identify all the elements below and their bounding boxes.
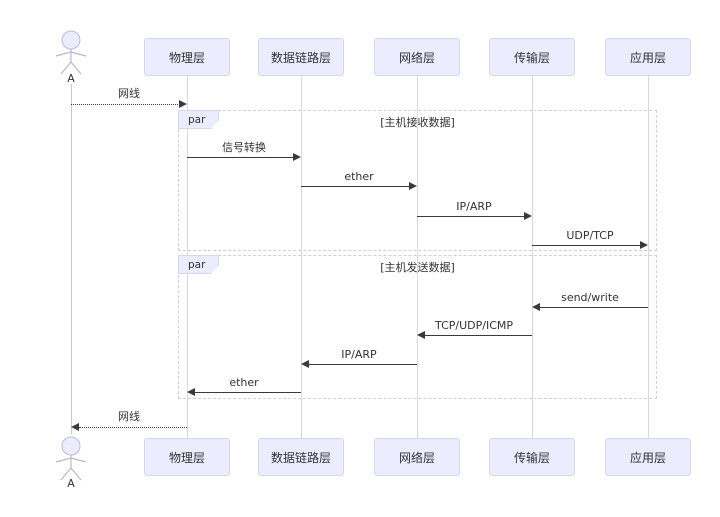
participant-label: 物理层: [168, 450, 205, 465]
participant-physical-layer-top: 物理层: [144, 38, 230, 76]
participant-datalink-layer-bottom: 数据链路层: [258, 438, 344, 476]
participant-physical-layer-bottom: 物理层: [144, 438, 230, 476]
participant-datalink-layer-top: 数据链路层: [258, 38, 344, 76]
participant-label: 应用层: [629, 450, 666, 465]
participant-label: 数据链路层: [270, 450, 331, 465]
par-fragment-send: par [主机发送数据]: [178, 255, 657, 399]
message-label: IP/ARP: [456, 200, 492, 213]
actor-figure-bottom: [55, 436, 87, 481]
participant-label: 网络层: [398, 450, 435, 465]
message-arrowhead: [417, 331, 425, 339]
message-line: [309, 364, 417, 365]
lifeline-transport-layer: [532, 76, 533, 438]
participant-network-layer-top: 网络层: [374, 38, 460, 76]
message-line: [79, 427, 187, 428]
message-line: [187, 157, 293, 158]
actor-figure-top: [55, 30, 87, 75]
participant-application-layer-bottom: 应用层: [605, 438, 691, 476]
participant-network-layer-bottom: 网络层: [374, 438, 460, 476]
lifeline-actor-a: [71, 84, 72, 434]
message-line: [540, 307, 648, 308]
lifeline-datalink-layer: [301, 76, 302, 438]
message-arrowhead: [524, 212, 532, 220]
message-line: [301, 186, 409, 187]
participant-transport-layer-bottom: 传输层: [489, 438, 575, 476]
message-label: 网线: [118, 87, 140, 100]
participant-label: 数据链路层: [270, 50, 331, 65]
message-label: send/write: [561, 291, 619, 304]
par-condition: [主机发送数据]: [380, 261, 455, 274]
message-arrowhead: [293, 153, 301, 161]
participant-label: 传输层: [513, 450, 550, 465]
message-line: [532, 245, 640, 246]
participant-label: 应用层: [629, 50, 666, 65]
message-label: ether: [344, 170, 374, 183]
message-label: 网线: [118, 410, 140, 423]
lifeline-network-layer: [417, 76, 418, 438]
message-arrowhead: [532, 303, 540, 311]
par-operator-tab: par: [178, 255, 219, 274]
message-line: [425, 335, 532, 336]
message-arrowhead: [179, 100, 187, 108]
participant-label: 物理层: [168, 50, 205, 65]
message-arrowhead: [409, 182, 417, 190]
par-condition: [主机接收数据]: [380, 116, 455, 129]
participant-application-layer-top: 应用层: [605, 38, 691, 76]
participant-label: 传输层: [513, 50, 550, 65]
message-label: ether: [229, 376, 259, 389]
message-line: [71, 104, 180, 105]
participant-transport-layer-top: 传输层: [489, 38, 575, 76]
message-label: 信号转换: [222, 141, 266, 154]
message-label: UDP/TCP: [566, 229, 614, 242]
message-arrowhead: [640, 241, 648, 249]
par-fragment-receive: par [主机接收数据]: [178, 110, 657, 251]
message-arrowhead: [71, 423, 79, 431]
message-line: [195, 392, 301, 393]
message-line: [417, 216, 524, 217]
message-arrowhead: [187, 388, 195, 396]
par-operator-tab: par: [178, 110, 219, 129]
participant-label: 网络层: [398, 50, 435, 65]
lifeline-application-layer: [648, 76, 649, 438]
actor-name-top: A: [67, 72, 75, 85]
message-label: TCP/UDP/ICMP: [434, 319, 514, 332]
message-label: IP/ARP: [341, 348, 377, 361]
message-arrowhead: [301, 360, 309, 368]
actor-name-bottom: A: [67, 477, 75, 490]
